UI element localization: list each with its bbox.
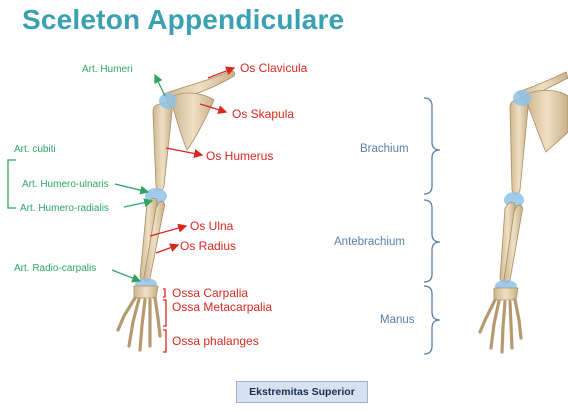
caption-box: Ekstremitas Superior — [236, 381, 368, 403]
label-os-ulna: Os Ulna — [190, 220, 233, 232]
antebrachium-brace — [424, 200, 440, 282]
label-art-cubiti: Art. cubiti — [14, 145, 56, 155]
label-art-radio-carpalis: Art. Radio-carpalis — [14, 264, 96, 274]
region-braces — [424, 98, 440, 354]
brachium-brace — [424, 98, 440, 194]
shoulder-joint — [159, 93, 177, 109]
label-brachium: Brachium — [360, 144, 409, 156]
label-art-humero-ulnaris: Art. Humero-ulnaris — [22, 180, 109, 190]
right-scapula-bone — [526, 90, 568, 152]
bone-brackets — [163, 289, 166, 352]
cubiti-bracket — [8, 160, 16, 208]
finger-bones — [118, 298, 160, 350]
label-art-humeri: Art. Humeri — [82, 65, 133, 75]
label-os-skapula: Os Skapula — [232, 108, 294, 120]
label-antebrachium: Antebrachium — [334, 237, 405, 249]
label-os-radius: Os Radius — [180, 240, 236, 252]
right-arm-skeleton — [480, 72, 568, 352]
label-ossa-carpalia: Ossa Carpalia — [172, 287, 248, 299]
carpal-bones — [134, 286, 158, 298]
label-manus: Manus — [380, 315, 415, 327]
label-art-humero-radialis: Art. Humero-radialis — [20, 204, 109, 214]
scapula-bone — [172, 93, 214, 150]
manus-brace — [424, 286, 440, 354]
label-ossa-phalanges: Ossa phalanges — [172, 335, 259, 347]
label-ossa-metacarpalia: Ossa Metacarpalia — [172, 301, 272, 313]
label-os-humerus: Os Humerus — [206, 150, 273, 162]
humerus-bone — [153, 103, 172, 191]
right-humerus-bone — [510, 99, 528, 195]
label-os-clavicula: Os Clavicula — [240, 62, 307, 74]
